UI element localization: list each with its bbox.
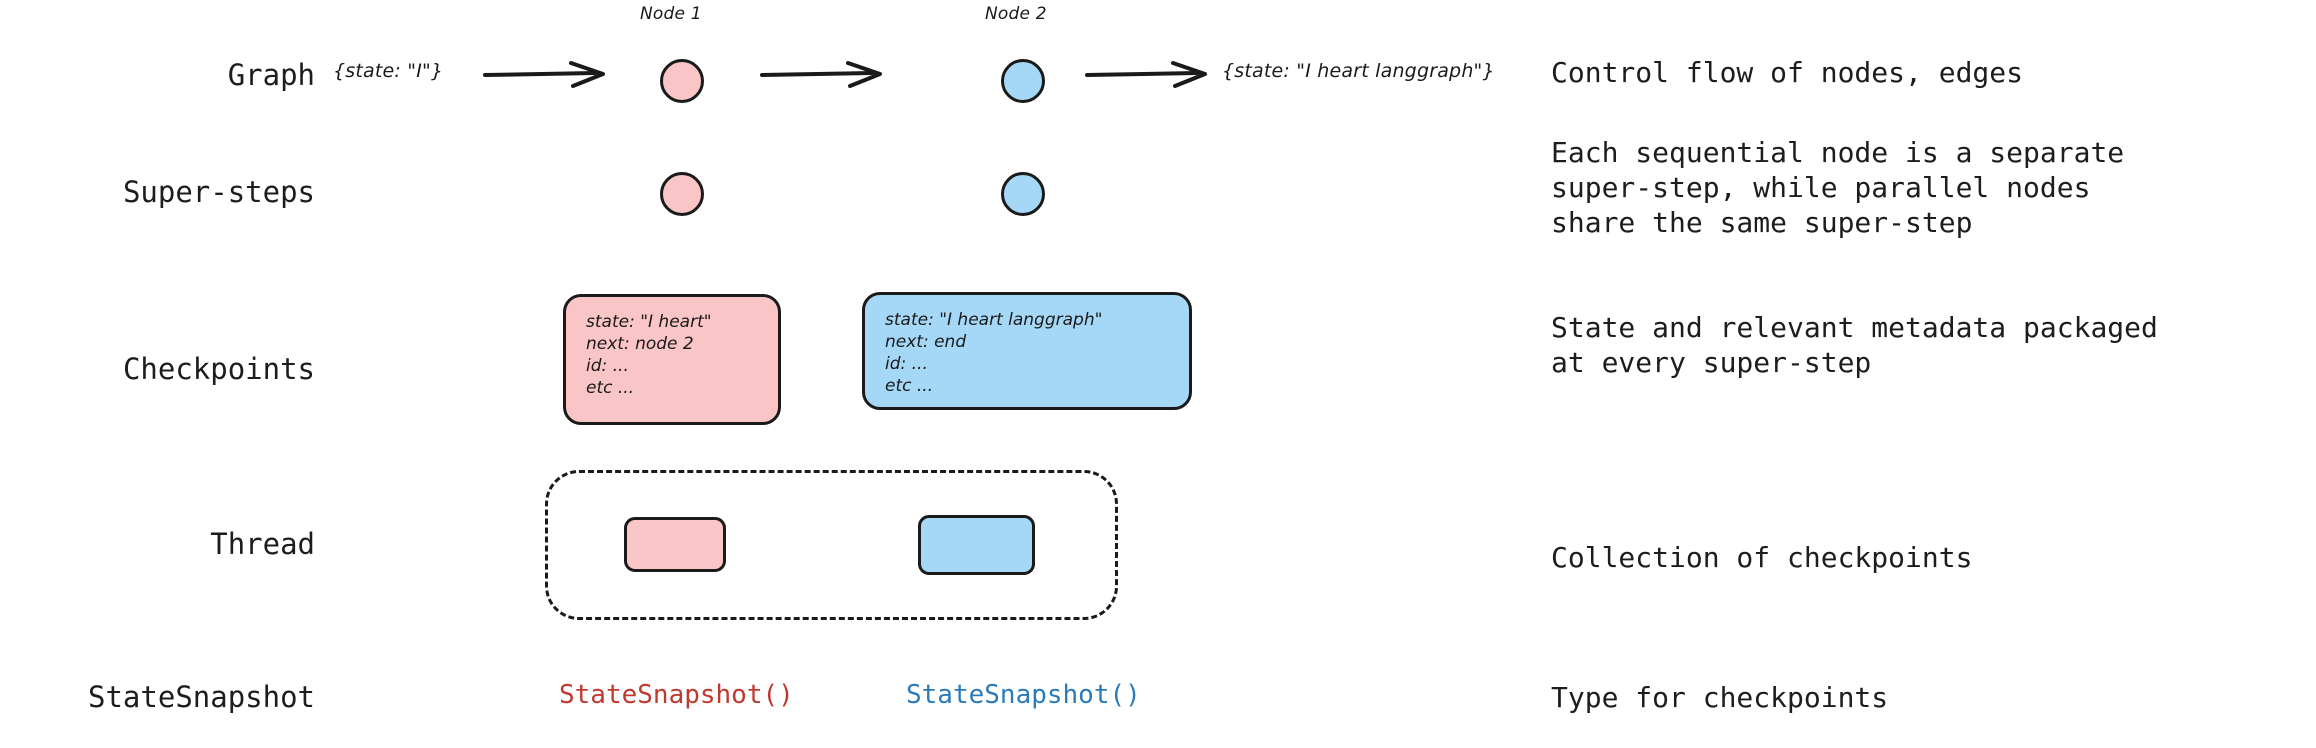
checkpoint-pink-line-4: etc ... (586, 378, 635, 398)
graph-input-state-annotation: {state: "I"} (333, 60, 444, 82)
super-step-node-2 (1001, 172, 1045, 216)
description-thread: Collection of checkpoints (1551, 541, 1973, 574)
thread-chip-blue (918, 515, 1035, 575)
checkpoint-box-blue: state: "I heart langgraph" next: end id:… (862, 292, 1192, 410)
description-graph: Control flow of nodes, edges (1551, 56, 2024, 89)
thread-chip-pink (624, 517, 726, 572)
checkpoint-blue-line-4: etc ... (885, 376, 934, 396)
checkpoint-blue-line-1: state: "I heart langgraph" (885, 310, 1103, 330)
checkpoint-pink-line-2: next: node 2 (586, 334, 694, 354)
graph-arrow-2 (760, 61, 882, 88)
node-1-caption: Node 1 (640, 4, 702, 24)
state-snapshot-pink: StateSnapshot() (559, 680, 794, 710)
graph-arrow-1 (483, 61, 605, 88)
graph-arrow-3 (1085, 61, 1207, 88)
checkpoint-blue-line-3: id: ... (885, 354, 928, 374)
description-super-steps: Each sequential node is a separate super… (1551, 136, 2125, 239)
super-step-node-1 (660, 172, 704, 216)
checkpoint-box-pink: state: "I heart" next: node 2 id: ... et… (563, 294, 781, 425)
description-state-snapshot: Type for checkpoints (1551, 681, 1889, 714)
graph-output-state-annotation: {state: "I heart langgraph"} (1222, 60, 1495, 82)
graph-node-1 (660, 59, 704, 103)
checkpoint-blue-line-2: next: end (885, 332, 967, 352)
row-label-thread: Thread (210, 527, 315, 561)
checkpoint-pink-line-1: state: "I heart" (586, 312, 712, 332)
row-label-checkpoints: Checkpoints (122, 352, 315, 386)
row-label-graph: Graph (227, 58, 315, 92)
description-checkpoints: State and relevant metadata packaged at … (1551, 311, 2158, 379)
state-snapshot-blue: StateSnapshot() (906, 680, 1141, 710)
thread-container (545, 470, 1118, 620)
graph-node-2 (1001, 59, 1045, 103)
row-label-super-steps: Super-steps (122, 175, 315, 209)
row-label-state-snapshot: StateSnapshot (88, 680, 315, 714)
node-2-caption: Node 2 (985, 4, 1047, 24)
checkpoint-pink-line-3: id: ... (586, 356, 629, 376)
